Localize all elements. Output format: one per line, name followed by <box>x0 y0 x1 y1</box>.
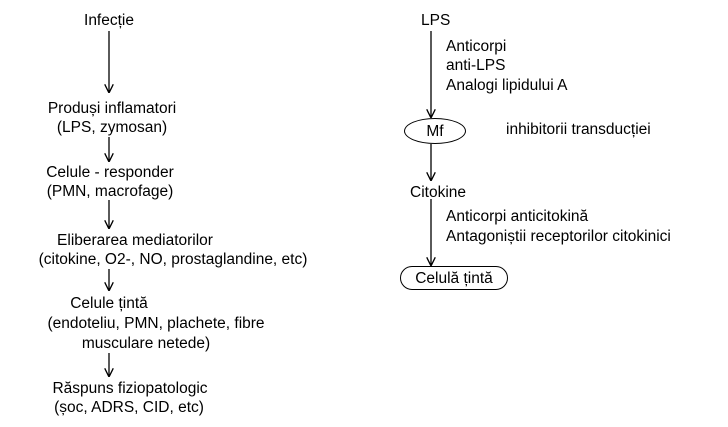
node-raspuns-title: Răspuns fiziopatologic <box>52 380 208 397</box>
node-lps: LPS <box>421 12 451 29</box>
node-celule-tinta-detail-1: (endoteliu, PMN, plachete, fibre <box>47 315 265 332</box>
node-mf: Mf <box>404 118 466 144</box>
mf-inhibitors: inhibitorii transducției <box>506 121 651 138</box>
node-mf-label: Mf <box>426 122 444 140</box>
node-celule-responder-title: Celule - responder <box>46 164 174 181</box>
node-citokine: Citokine <box>410 184 466 201</box>
lps-inhibitor-1: Anticorpi <box>446 38 507 55</box>
node-raspuns-detail: (șoc, ADRS, CID, etc) <box>54 399 204 416</box>
lps-inhibitor-2: anti-LPS <box>446 57 506 74</box>
node-infectie: Infecție <box>84 12 134 29</box>
node-produsi-detail: (LPS, zymosan) <box>56 119 168 136</box>
node-celula-tinta-label: Celulă țintă <box>415 269 493 287</box>
node-eliberarea-detail: (citokine, O2-, NO, prostaglandine, etc) <box>38 251 308 268</box>
node-celule-tinta-title: Celule țintă <box>70 295 148 312</box>
citokine-inhibitor-1: Anticorpi anticitokină <box>446 208 589 225</box>
node-produsi-title: Produși inflamatori <box>47 100 177 117</box>
node-celule-responder-detail: (PMN, macrofage) <box>46 183 174 200</box>
node-celula-tinta: Celulă țintă <box>400 266 508 290</box>
node-celule-tinta-detail-2: musculare netede) <box>81 335 211 352</box>
lps-inhibitor-3: Analogi lipidului A <box>446 77 568 94</box>
node-eliberarea-title: Eliberarea mediatorilor <box>57 232 213 249</box>
citokine-inhibitor-2: Antagoniștii receptorilor citokinici <box>446 228 671 245</box>
